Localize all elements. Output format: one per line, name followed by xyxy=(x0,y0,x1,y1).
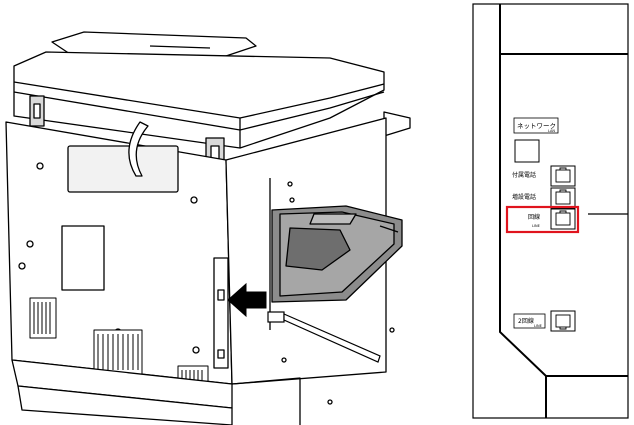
line-label: 回線 xyxy=(528,213,540,221)
connector-detail-panel: ネットワーク LAN 付属電話 増設電話 回線 LINE xyxy=(472,3,629,419)
vent-grille-left xyxy=(29,297,57,339)
line-sub-label: LINE xyxy=(532,224,540,228)
line-jack xyxy=(550,208,576,230)
handle-recess xyxy=(67,145,179,193)
scanner-lid xyxy=(13,51,385,149)
line2-label-text: 2回線 xyxy=(518,317,534,325)
line-port-highlight xyxy=(505,205,580,234)
ext-phone-label: 付属電話 xyxy=(512,171,536,179)
telephone-cable xyxy=(267,311,381,363)
ext-phone-jack xyxy=(550,165,576,187)
vent-grille-center xyxy=(93,329,143,375)
network-label-text: ネットワーク xyxy=(517,122,556,130)
network-label: ネットワーク LAN xyxy=(513,117,559,134)
network-port xyxy=(514,139,540,163)
add-phone-label: 増設電話 xyxy=(512,193,536,201)
insert-arrow xyxy=(227,282,267,318)
line2-sub-label: LINE xyxy=(534,324,542,328)
left-side-cover xyxy=(61,225,105,291)
line-port-plate xyxy=(213,257,229,369)
copier-illustration xyxy=(5,31,411,425)
panel-outline xyxy=(499,4,628,418)
paper-drawer-2 xyxy=(17,385,233,425)
line2-label: 2回線 LINE xyxy=(513,313,546,329)
line2-jack xyxy=(550,310,576,332)
add-phone-jack xyxy=(550,187,576,209)
network-sub-label: LAN xyxy=(548,129,555,133)
